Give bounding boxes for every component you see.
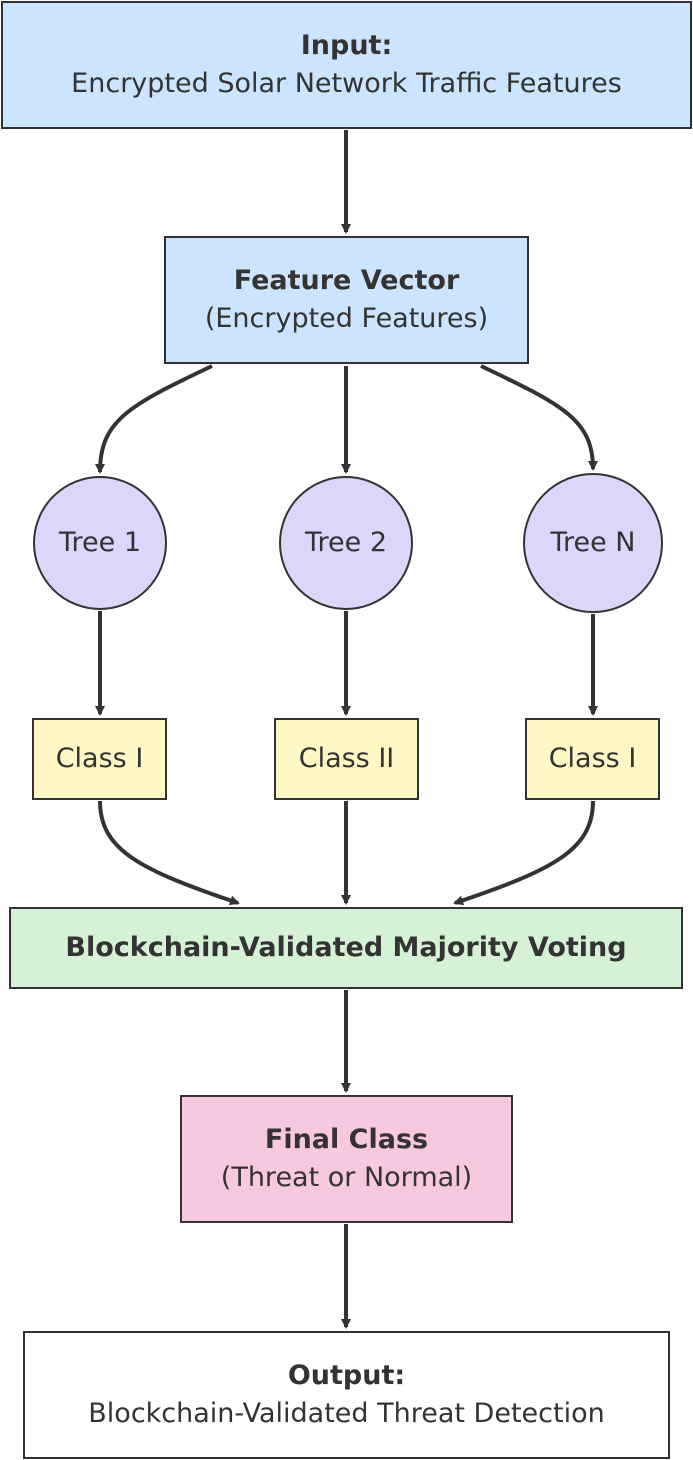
input-subtitle: Encrypted Solar Network Traffic Features xyxy=(71,68,622,99)
voting-node: Blockchain-Validated Majority Voting xyxy=(9,907,683,989)
tree-n-label: Tree N xyxy=(550,527,636,559)
edge-class3-to-voting xyxy=(453,800,595,906)
feature-vector-subtitle: (Encrypted Features) xyxy=(204,303,489,334)
tree-2-label: Tree 2 xyxy=(304,527,387,559)
final-class-title: Final Class xyxy=(264,1124,429,1156)
tree-1-label: Tree 1 xyxy=(58,527,141,559)
edge-feature-to-treeN xyxy=(480,364,598,471)
class-2-node: Class II xyxy=(274,718,419,800)
feature-vector-title: Feature Vector xyxy=(233,265,460,297)
final-class-node: Final Class (Threat or Normal) xyxy=(180,1095,513,1223)
class-1-label: Class I xyxy=(55,743,144,775)
output-subtitle: Blockchain-Validated Threat Detection xyxy=(88,1398,605,1429)
class-1-node: Class I xyxy=(32,718,167,800)
tree-n-node: Tree N xyxy=(523,473,663,613)
input-node: Input: Encrypted Solar Network Traffic F… xyxy=(1,1,692,129)
tree-1-node: Tree 1 xyxy=(33,476,167,610)
class-3-label: Class I xyxy=(548,743,637,775)
input-title: Input: xyxy=(300,30,393,62)
edge-feature-to-tree1 xyxy=(95,364,213,474)
class-3-node: Class I xyxy=(525,718,660,800)
feature-vector-node: Feature Vector (Encrypted Features) xyxy=(164,236,529,364)
voting-label: Blockchain-Validated Majority Voting xyxy=(65,932,627,964)
edge-class1-to-voting xyxy=(98,800,240,906)
tree-2-node: Tree 2 xyxy=(279,476,413,610)
output-title: Output: xyxy=(287,1360,406,1392)
output-node: Output: Blockchain-Validated Threat Dete… xyxy=(23,1331,670,1459)
final-class-subtitle: (Threat or Normal) xyxy=(220,1162,473,1193)
class-2-label: Class II xyxy=(298,743,395,775)
